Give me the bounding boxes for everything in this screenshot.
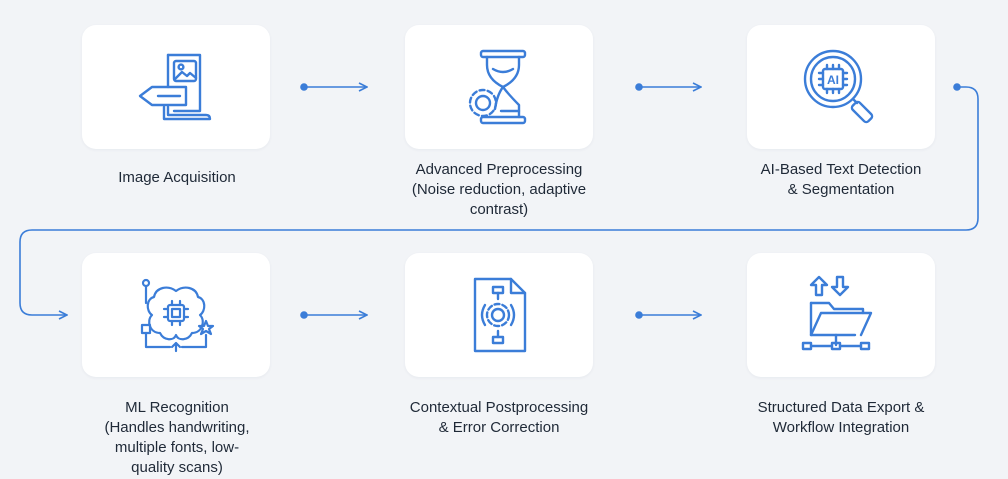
arrow-2-to-3: [635, 83, 701, 91]
step-card-ml-recognition: [82, 253, 270, 377]
folder-export-icon: [801, 275, 873, 351]
hourglass-gear-icon: [468, 49, 527, 125]
step-label-1: Image Acquisition: [118, 169, 236, 186]
step-label-5: Contextual Postprocessing & Error Correc…: [409, 399, 589, 436]
ai-magnifier-icon: AI: [803, 49, 874, 124]
arrow-3-to-4-wrap: [19, 83, 979, 315]
step-label-3: AI-Based Text Detection & Segmentation: [760, 161, 922, 198]
arrow-4-to-5: [300, 311, 367, 319]
brain-chip-icon: [140, 278, 215, 353]
image-document-icon: [138, 53, 212, 121]
step-card-advanced-preprocessing: [405, 25, 593, 149]
document-gear-icon: [473, 277, 527, 353]
step-label-6: Structured Data Export & Workflow Integr…: [757, 399, 925, 436]
arrow-1-to-2: [300, 83, 367, 91]
step-card-ai-text-detection: AI: [747, 25, 935, 149]
arrow-5-to-6: [635, 311, 701, 319]
step-card-contextual-postprocessing: [405, 253, 593, 377]
step-label-2: Advanced Preprocessing (Noise reduction,…: [411, 161, 587, 218]
step-card-structured-data-export: [747, 253, 935, 377]
step-label-4: ML Recognition (Handles handwriting, mul…: [104, 399, 250, 476]
step-card-image-acquisition: [82, 25, 270, 149]
svg-text:AI: AI: [827, 73, 839, 87]
